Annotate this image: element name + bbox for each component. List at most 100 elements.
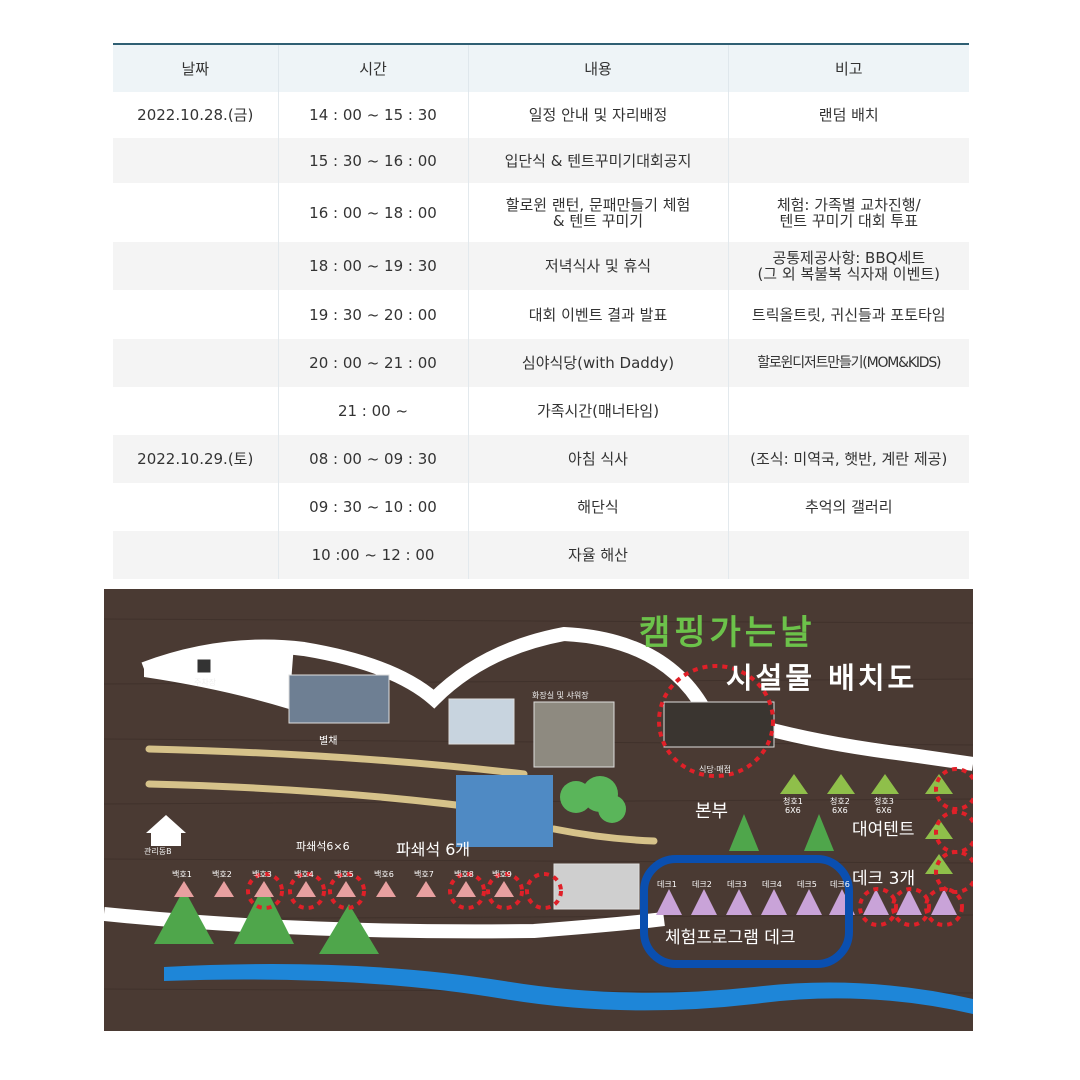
map-subtitle: 시설물 배치도 xyxy=(726,661,918,695)
table-row: 21 : 00 ~ 가족시간(매너타임) xyxy=(113,387,969,435)
restroom-photo xyxy=(448,698,515,745)
cafeteria-photo xyxy=(663,701,775,748)
cheongho-tents xyxy=(780,774,953,874)
cell-content: 대회 이벤트 결과 발표 xyxy=(467,290,728,339)
site-label-deck6: 데크6 xyxy=(830,880,850,889)
table-header-row: 날짜 시간 내용 비고 xyxy=(113,44,969,92)
pasaeseok-label: 파쇄석6×6 xyxy=(296,840,350,853)
cell-date xyxy=(113,242,278,290)
site-label-baekho9: 백호9 xyxy=(492,870,512,879)
cell-content: 자율 해산 xyxy=(467,531,728,579)
cell-content: 가족시간(매너타임) xyxy=(467,387,728,435)
cell-date xyxy=(113,483,278,531)
site-label-deck3: 데크3 xyxy=(727,880,747,889)
site-label-cheongho1: 청호1 xyxy=(783,797,803,806)
cell-date: 2022.10.28.(금) xyxy=(137,106,254,124)
tree-cluster xyxy=(560,776,626,823)
site-label-baekho7: 백호7 xyxy=(414,870,434,879)
management-building-icon xyxy=(146,815,186,833)
parking-label: 주차장 xyxy=(194,678,217,687)
site-label-baekho2: 백호2 xyxy=(212,870,232,879)
cell-time: 20 : 00 ~ 21 : 00 xyxy=(277,339,468,387)
cell-date xyxy=(113,138,278,183)
site-label-cheongho2: 청호2 xyxy=(830,797,850,806)
header-content: 내용 xyxy=(467,44,728,92)
cell-note xyxy=(727,138,969,183)
site-label-deck5: 데크5 xyxy=(797,880,817,889)
site-label-baekho5: 백호5 xyxy=(334,870,354,879)
cell-date xyxy=(113,531,278,579)
annotation-deck3: 데크 3개 xyxy=(852,869,916,889)
cell-time: 19 : 30 ~ 20 : 00 xyxy=(277,290,468,339)
site-label-deck1: 데크1 xyxy=(657,880,677,889)
management-label: 관리동B xyxy=(144,847,172,856)
annotation-hq: 본부 xyxy=(695,801,729,822)
annotation-pasaeseok: 파쇄석 6개 xyxy=(396,840,471,859)
cell-date xyxy=(113,183,278,242)
site-label-baekho1: 백호1 xyxy=(172,870,192,879)
road-bottom xyxy=(104,907,665,939)
river xyxy=(164,964,973,1014)
table-row: 2022.10.29.(토) 08 : 00 ~ 09 : 30 아침 식사 (… xyxy=(113,435,969,483)
cell-note: 추억의 갤러리 xyxy=(727,483,969,531)
site-label-cheongho3: 청호3 xyxy=(874,797,894,806)
cell-time: 15 : 30 ~ 16 : 00 xyxy=(277,138,468,183)
cell-content: 해단식 xyxy=(467,483,728,531)
cell-time: 18 : 00 ~ 19 : 30 xyxy=(277,242,468,290)
cell-date xyxy=(113,290,278,339)
red-circles xyxy=(246,664,973,927)
cell-time: 09 : 30 ~ 10 : 00 xyxy=(277,483,468,531)
path-1 xyxy=(145,745,528,778)
cell-content: 입단식 & 텐트꾸미기대회공지 xyxy=(467,138,728,183)
campsite-map: 캠핑가는날 시설물 배치도 주차장 별채 화장실 및 샤워장 식당·매점 관리동… xyxy=(104,589,973,1031)
center-photo xyxy=(456,775,553,847)
restroom-label: 화장실 및 샤워장 xyxy=(532,691,589,700)
cafeteria-label: 식당·매점 xyxy=(699,765,731,774)
table-row: 18 : 00 ~ 19 : 30 저녁식사 및 휴식 공통제공사항: BBQ세… xyxy=(113,242,969,290)
path-3 xyxy=(550,825,658,845)
cell-note: 트릭올트릿, 귀신들과 포토타임 xyxy=(727,290,969,339)
cell-content: 심야식당(with Daddy) xyxy=(467,339,728,387)
table-row: 2022.10.28.(금) 14 : 00 ~ 15 : 30 일정 안내 및… xyxy=(113,92,969,138)
cell-date xyxy=(113,339,278,387)
cell-content: 일정 안내 및 자리배정 xyxy=(467,92,728,138)
site-size-cheongho3: 6X6 xyxy=(876,806,892,815)
header-note: 비고 xyxy=(727,44,969,92)
site-label-baekho6: 백호6 xyxy=(374,870,394,879)
cell-note: 할로윈디저트만들기(MOM&KIDS) xyxy=(727,339,969,387)
table-row: 16 : 00 ~ 18 : 00 할로윈 랜턴, 문패만들기 체험 & 텐트 … xyxy=(113,183,969,242)
deck-tents xyxy=(656,889,957,915)
site-label-baekho4: 백호4 xyxy=(294,870,314,879)
site-label-deck4: 데크4 xyxy=(762,880,782,889)
header-time: 시간 xyxy=(277,44,468,92)
cell-note: 랜덤 배치 xyxy=(727,92,969,138)
cell-time: 08 : 00 ~ 09 : 30 xyxy=(277,435,468,483)
cell-content: 아침 식사 xyxy=(467,435,728,483)
site-label-baekho3: 백호3 xyxy=(252,870,272,879)
baekho-tents xyxy=(174,881,514,897)
cell-time: 10 :00 ~ 12 : 00 xyxy=(277,531,468,579)
site-label-baekho8: 백호8 xyxy=(454,870,474,879)
trees xyxy=(154,814,834,954)
management-building-body xyxy=(151,832,181,846)
table-row: 15 : 30 ~ 16 : 00 입단식 & 텐트꾸미기대회공지 xyxy=(113,138,969,183)
table-row: 10 :00 ~ 12 : 00 자율 해산 xyxy=(113,531,969,579)
cell-time: 16 : 00 ~ 18 : 00 xyxy=(277,183,468,242)
annex-label: 별채 xyxy=(319,736,338,747)
cell-date: 2022.10.29.(토) xyxy=(113,435,278,483)
cell-content: 할로윈 랜턴, 문패만들기 체험 & 텐트 꾸미기 xyxy=(467,183,728,242)
site-label-deck2: 데크2 xyxy=(692,880,712,889)
cell-note: 체험: 가족별 교차진행/ 텐트 꾸미기 대회 투표 xyxy=(727,183,969,242)
site-size-cheongho2: 6X6 xyxy=(832,806,848,815)
cell-note xyxy=(727,387,969,435)
annotation-program-deck: 체험프로그램 데크 xyxy=(665,928,796,948)
cell-time: 21 : 00 ~ xyxy=(277,387,468,435)
cell-note: (조식: 미역국, 햇반, 계란 제공) xyxy=(727,435,969,483)
shower-photo xyxy=(533,701,615,768)
annotation-rental-tent: 대여텐트 xyxy=(852,820,915,840)
map-title: 캠핑가는날 xyxy=(639,613,816,653)
cell-note: 공통제공사항: BBQ세트 (그 외 복불복 식자재 이벤트) xyxy=(727,242,969,290)
parking-sign xyxy=(196,658,212,674)
cell-date xyxy=(113,387,278,435)
program-deck-box xyxy=(640,855,853,968)
